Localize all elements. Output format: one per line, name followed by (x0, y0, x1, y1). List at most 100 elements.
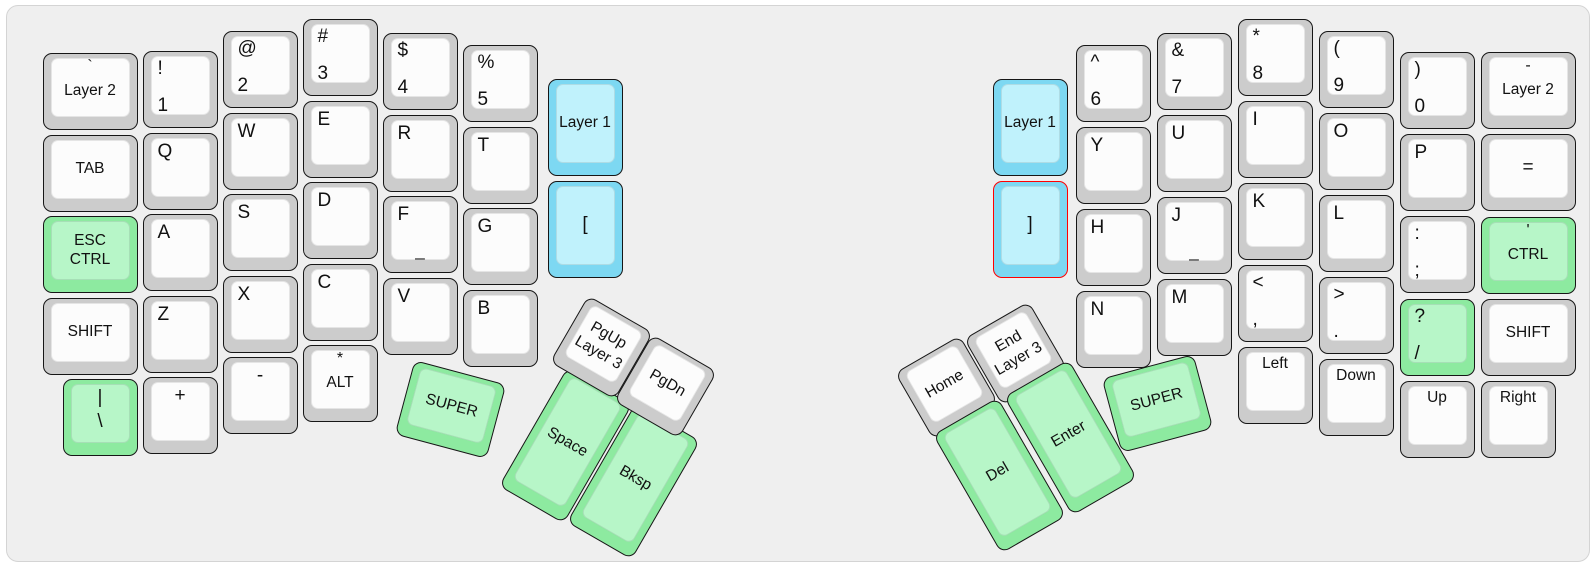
key-tab[interactable]: TAB (42, 134, 138, 212)
key-layer1-right[interactable]: Layer 1 (992, 78, 1068, 176)
key-a[interactable]: A (142, 213, 218, 291)
key-legend: @ (237, 37, 257, 59)
key-right-arrow[interactable]: Right (1480, 380, 1556, 458)
key-grave-layer2[interactable]: `Layer 2 (42, 52, 138, 130)
key-legend: X (237, 283, 251, 305)
key-b[interactable]: B (462, 289, 538, 367)
keycap-top: <, (1245, 269, 1305, 330)
key-h[interactable]: H (1075, 208, 1151, 286)
key-o[interactable]: O (1318, 112, 1394, 190)
key-up-arrow[interactable]: Up (1399, 380, 1475, 458)
key-equals[interactable]: = (1480, 133, 1576, 211)
key-rbracket[interactable]: ] (992, 180, 1068, 278)
key-9[interactable]: (9 (1318, 30, 1394, 108)
key-legend: 7 (1171, 76, 1183, 98)
key-minus-layer2[interactable]: -Layer 2 (1480, 51, 1576, 129)
key-g[interactable]: G (462, 207, 538, 285)
key-8[interactable]: *8 (1237, 18, 1313, 96)
key-n[interactable]: N (1075, 290, 1151, 368)
key-r[interactable]: R (382, 114, 458, 192)
keycap-top: = (1488, 138, 1568, 198)
key-legend: J (1171, 204, 1182, 226)
key-7[interactable]: &7 (1156, 32, 1232, 110)
key-1[interactable]: !1 (142, 50, 218, 128)
keycap-top: B (470, 294, 530, 354)
key-left-arrow[interactable]: Left (1237, 346, 1313, 424)
keycap-top: Z (150, 300, 210, 360)
key-w[interactable]: W (222, 112, 298, 190)
key-3[interactable]: #3 (302, 18, 378, 96)
key-s[interactable]: S (222, 193, 298, 271)
keycap-top: ?/ (1407, 303, 1467, 364)
key-shift-right[interactable]: SHIFT (1480, 298, 1576, 376)
keycap-top: Up (1407, 385, 1467, 445)
key-plus[interactable]: + (142, 376, 218, 454)
key-k[interactable]: K (1237, 182, 1313, 260)
key-legend: P (1414, 141, 1428, 163)
key-lbracket[interactable]: [ (547, 180, 623, 278)
keycap-top: A (150, 218, 210, 278)
key-minus-left[interactable]: - (222, 356, 298, 434)
key-semicolon[interactable]: :; (1399, 215, 1475, 293)
key-6[interactable]: ^6 (1075, 44, 1151, 122)
key-2[interactable]: @2 (222, 30, 298, 108)
keycap-top: F_ (390, 200, 450, 260)
key-y[interactable]: Y (1075, 126, 1151, 204)
key-d[interactable]: D (302, 181, 378, 259)
key-z[interactable]: Z (142, 295, 218, 373)
keycap-top: N (1083, 295, 1143, 355)
key-0[interactable]: )0 (1399, 51, 1475, 129)
key-p[interactable]: P (1399, 133, 1475, 211)
key-legend: ' (1526, 221, 1530, 239)
key-c[interactable]: C (302, 263, 378, 341)
key-legend: Bksp (615, 461, 655, 494)
key-slash[interactable]: ?/ (1399, 298, 1475, 376)
key-legend: Layer 2 (1502, 80, 1554, 98)
keycap-top: ] (1000, 185, 1060, 265)
keycap-top: S (230, 198, 290, 258)
keycap-top: )0 (1407, 56, 1467, 117)
key-legend: 0 (1414, 95, 1426, 117)
key-v[interactable]: V (382, 277, 458, 355)
keycap-top: G (470, 212, 530, 272)
keycap-top: SUPER (1110, 360, 1202, 438)
key-f[interactable]: F_ (382, 195, 458, 273)
keycap-top: -Layer 2 (1488, 56, 1568, 116)
keycap-top: M (1164, 283, 1224, 343)
key-x[interactable]: X (222, 275, 298, 353)
key-star-alt[interactable]: *ALT (302, 344, 378, 422)
key-shift-left[interactable]: SHIFT (42, 297, 138, 375)
key-comma[interactable]: <, (1237, 264, 1313, 342)
key-u[interactable]: U (1156, 114, 1232, 192)
key-legend: ? (1414, 305, 1426, 327)
keycap-top: L (1326, 199, 1386, 259)
key-legend: SHIFT (67, 323, 113, 341)
keycap-top: >. (1326, 281, 1386, 342)
key-e[interactable]: E (302, 100, 378, 178)
key-legend: Up (1427, 388, 1447, 406)
key-t[interactable]: T (462, 126, 538, 204)
key-q[interactable]: Q (142, 132, 218, 210)
key-j[interactable]: J_ (1156, 196, 1232, 274)
key-down-arrow[interactable]: Down (1318, 358, 1394, 436)
key-4[interactable]: $4 (382, 32, 458, 110)
key-pipe-backslash[interactable]: |\ (62, 378, 138, 456)
key-l[interactable]: L (1318, 194, 1394, 272)
key-legend: / (1414, 342, 1420, 364)
key-m[interactable]: M (1156, 278, 1232, 356)
key-legend: 9 (1333, 74, 1345, 96)
keycap-top: K (1245, 187, 1305, 247)
key-layer1-left[interactable]: Layer 1 (547, 78, 623, 176)
key-period[interactable]: >. (1318, 276, 1394, 354)
key-legend: M (1171, 286, 1188, 308)
keycap-top: X (230, 280, 290, 340)
key-legend: ! (157, 57, 163, 79)
key-legend: C (317, 271, 332, 293)
key-i[interactable]: I (1237, 100, 1313, 178)
key-legend: Q (157, 140, 173, 162)
key-quote-ctrl[interactable]: 'CTRL (1480, 216, 1576, 294)
keycap-top: &7 (1164, 37, 1224, 98)
key-legend: W (237, 120, 256, 142)
key-5[interactable]: %5 (462, 44, 538, 122)
